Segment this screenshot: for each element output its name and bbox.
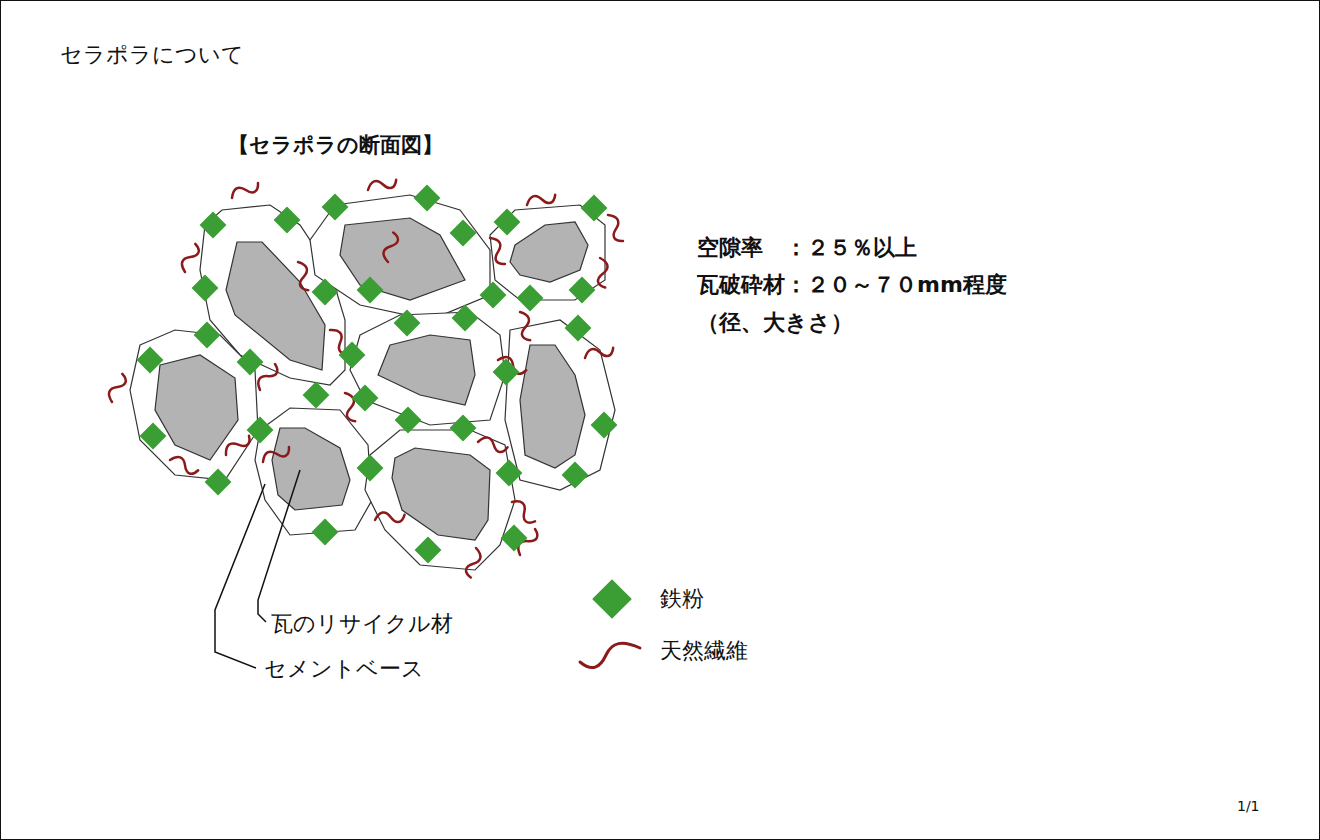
iron-particle bbox=[581, 195, 608, 222]
iron-particle bbox=[192, 275, 219, 302]
iron-particle bbox=[200, 212, 227, 239]
fiber-strand bbox=[260, 442, 292, 467]
part-label: 瓦のリサイクル材 bbox=[271, 611, 453, 637]
fiber-strand bbox=[106, 372, 128, 404]
iron-particle bbox=[303, 382, 330, 409]
legend-text: 鉄粉 bbox=[660, 586, 704, 612]
iron-particle bbox=[415, 537, 442, 564]
natural-fiber bbox=[106, 174, 628, 578]
fiber-strand bbox=[508, 497, 539, 525]
fiber-strand bbox=[477, 436, 509, 453]
fiber-strand bbox=[382, 231, 399, 263]
iron-particle bbox=[569, 277, 596, 304]
fiber-strand bbox=[514, 310, 536, 342]
iron-particle bbox=[450, 220, 477, 247]
section-heading: 【セラポラの断面図】 bbox=[228, 133, 443, 158]
fiber-legend-sample bbox=[580, 643, 640, 667]
iron-particle bbox=[394, 310, 421, 337]
spec-line: 空隙率 ：２５％以上 bbox=[697, 235, 917, 261]
iron-particle bbox=[395, 407, 422, 434]
fiber-strand bbox=[594, 257, 611, 289]
page-number: 1/1 bbox=[1237, 798, 1260, 815]
iron-particle bbox=[322, 194, 349, 221]
fiber-strand bbox=[583, 342, 615, 364]
fiber-strand bbox=[525, 189, 557, 211]
iron-particle bbox=[137, 347, 164, 374]
legend-text: 天然繊維 bbox=[660, 638, 748, 664]
iron-particle bbox=[501, 525, 528, 552]
iron-particle bbox=[274, 207, 301, 234]
iron-particle bbox=[480, 282, 507, 309]
iron-particle bbox=[357, 455, 384, 482]
fiber-strand bbox=[292, 260, 314, 292]
iron-particle bbox=[562, 462, 589, 489]
spec-line: 瓦破砕材：２０～７０mm程度 bbox=[697, 272, 1007, 298]
fiber-strand bbox=[229, 178, 261, 203]
iron-particle bbox=[237, 349, 264, 376]
spec-note: （径、大きさ） bbox=[697, 310, 853, 336]
cement-base bbox=[130, 195, 615, 570]
fiber-strand bbox=[366, 174, 398, 196]
iron-powder bbox=[137, 185, 618, 564]
iron-particle bbox=[493, 359, 520, 386]
fiber-strand bbox=[374, 509, 406, 526]
tile-aggregate bbox=[155, 218, 588, 540]
iron-particle bbox=[247, 417, 274, 444]
iron-particle bbox=[352, 385, 379, 412]
part-label: セメントベース bbox=[264, 656, 424, 682]
iron-particle bbox=[194, 322, 221, 349]
slide-title: セラポラについて bbox=[60, 42, 244, 68]
fiber-strand bbox=[168, 454, 200, 476]
leader-line bbox=[215, 470, 300, 668]
iron-particle bbox=[312, 279, 339, 306]
iron-particle bbox=[591, 412, 618, 439]
iron-particle bbox=[339, 342, 366, 369]
iron-particle bbox=[517, 285, 544, 312]
legend-swatch bbox=[592, 579, 632, 619]
iron-particle bbox=[140, 423, 167, 450]
iron-particle bbox=[312, 519, 339, 546]
fiber-strand bbox=[222, 431, 253, 459]
iron-particle bbox=[494, 209, 521, 236]
fiber-strand bbox=[603, 212, 628, 244]
iron-particle bbox=[414, 185, 441, 212]
iron-particle bbox=[357, 277, 384, 304]
iron-particle bbox=[496, 460, 523, 487]
iron-particle bbox=[205, 469, 232, 496]
fiber-strand bbox=[465, 547, 482, 579]
fiber-strand bbox=[179, 242, 201, 274]
iron-particle bbox=[450, 415, 477, 442]
iron-particle bbox=[452, 305, 479, 332]
iron-particle bbox=[565, 315, 592, 342]
fiber-strand bbox=[485, 235, 510, 267]
